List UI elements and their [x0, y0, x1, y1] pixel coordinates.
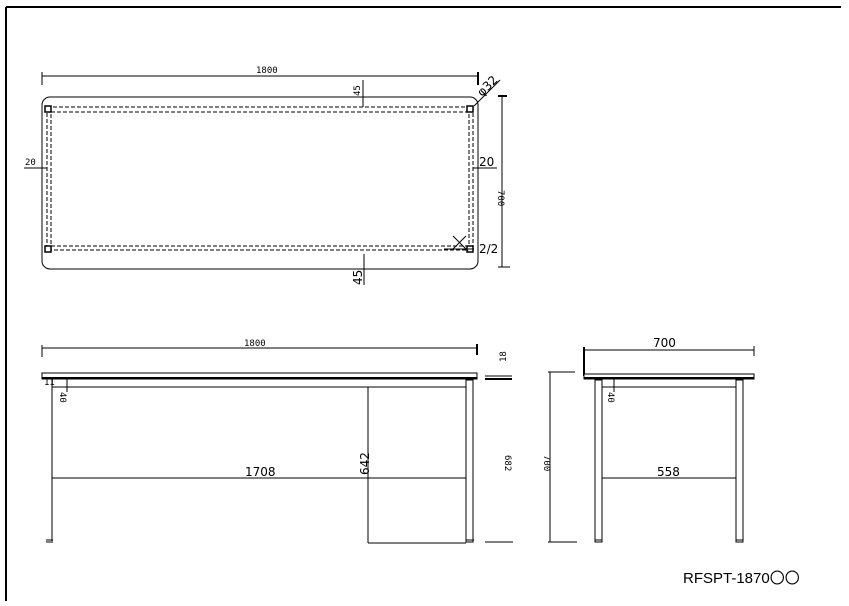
leg-span-label: 1708 — [245, 465, 276, 479]
side-right-leg — [735, 379, 744, 543]
hidden-frame-inner — [50, 111, 470, 247]
front-right-leg — [465, 379, 474, 543]
side-depth-label: 700 — [653, 336, 676, 350]
front-width-label: 1800 — [244, 339, 266, 349]
side-leg-span-label: 558 — [657, 465, 680, 479]
top-offset-label: 45 — [353, 85, 363, 96]
side-height-label: 700 — [541, 455, 551, 471]
leg-corner-bl — [44, 245, 52, 253]
tabletop-outline — [41, 96, 479, 270]
top-view: 1800 45 45 20 20 700 φ32 — [24, 66, 510, 285]
knee-clearance-label: 642 — [358, 452, 372, 475]
side-apron-label: 40 — [605, 392, 615, 403]
right-offset-label: 20 — [479, 155, 494, 169]
leg-corner-tr — [466, 105, 474, 113]
side-view: 700 40 558 700 — [541, 336, 755, 543]
bottom-offset-label: 45 — [351, 270, 365, 285]
top-depth-label: 700 — [495, 190, 505, 206]
left-offset-label: 20 — [25, 158, 36, 168]
model-number: RFSPT-1870〇〇 — [683, 570, 800, 587]
top-thickness-label: 18 — [499, 351, 509, 362]
front-apron-label: 40 — [57, 392, 67, 403]
side-left-leg — [594, 379, 603, 543]
leg-corner-tl — [44, 105, 52, 113]
drawing-frame — [5, 6, 841, 601]
hidden-frame-outer — [46, 106, 474, 251]
front-apron-gap-label: 11 — [44, 378, 55, 388]
title-block: RFSPT-1870〇〇 — [683, 570, 800, 587]
corner-detail-label: 2/2 — [479, 242, 498, 256]
front-view: 1800 40 11 642 1708 18 682 — [41, 339, 513, 544]
leg-height-label: 682 — [502, 455, 512, 471]
top-width-label: 1800 — [256, 66, 278, 76]
